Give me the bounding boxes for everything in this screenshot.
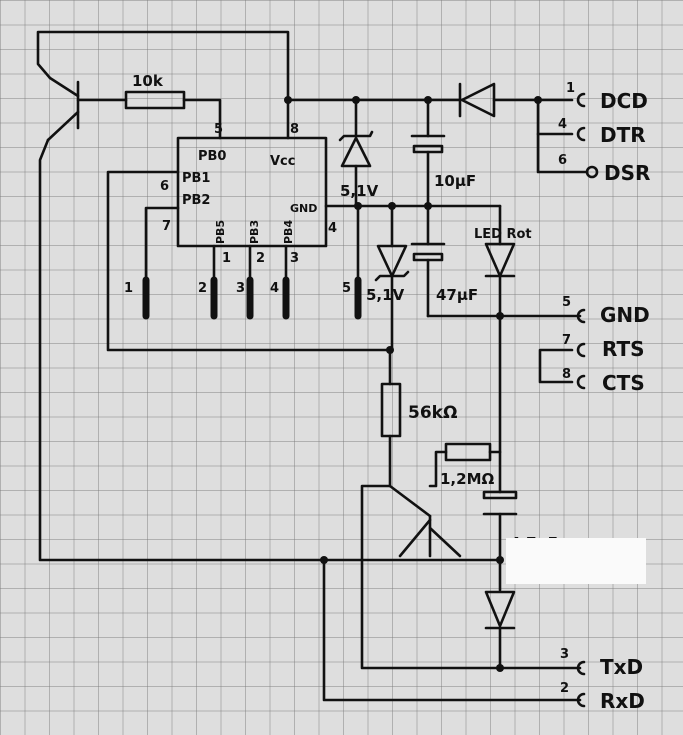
zener-bottom [374,204,410,352]
rs232-dtr: DTR [600,123,646,147]
connector-marks [576,92,599,708]
wire-pb1 [106,170,392,352]
blank-patch [506,538,646,584]
wire-gnd [324,204,360,282]
zener-top [338,98,374,208]
resistor-10k [124,90,186,110]
rs232-txd: TxD [600,655,643,679]
label-r-56k: 56kΩ [408,403,457,423]
ic-vcc: Vcc [270,154,295,169]
wire-txd [360,484,582,670]
rs232-rts-num: 7 [562,333,571,348]
led-red [484,204,516,318]
ic-pin3: 3 [290,251,299,266]
rs232-gnd: GND [600,303,650,327]
label-c2: 47µF [436,286,478,304]
rs232-rts: RTS [602,337,645,361]
rs232-cts: CTS [602,371,645,395]
ic-body [176,136,328,248]
label-zener-top: 5,1V [340,182,379,200]
capacitor-47uf [410,204,446,318]
ic-pb0: PB0 [198,149,226,164]
rs232-rxd: RxD [600,689,645,713]
rs232-dtr-num: 4 [558,117,567,132]
ic-pin2: 2 [256,251,265,266]
ic-pb5: PB5 [214,220,227,244]
ic-pin5: 5 [214,122,223,137]
header-label-5: 5 [342,281,351,296]
ic-pin8: 8 [290,122,299,137]
ic-pb2: PB2 [182,193,210,208]
wire-left-bus [38,138,502,562]
label-led: LED Rot [474,227,532,242]
header-label-2: 2 [198,281,207,296]
resistor-56k [380,382,402,438]
ic-pb4: PB4 [282,220,295,244]
wire-pb0 [182,98,222,140]
label-c1: 10µF [434,172,476,190]
rs232-rxd-num: 2 [560,681,569,696]
diode-input [458,82,540,118]
wire-dcd-dtr-dsr [536,98,588,174]
ic-pb3: PB3 [248,220,261,244]
rs232-dcd-num: 1 [566,81,575,96]
label-r-base: 10k [132,72,164,90]
label-zener-bottom: 5,1V [366,286,405,304]
transistor-bottom [388,484,462,558]
ic-pin1: 1 [222,251,231,266]
rs232-cts-num: 8 [562,367,571,382]
rs232-gnd-num: 5 [562,295,571,310]
ic-pin7: 7 [162,219,171,234]
diode-bottom [484,590,516,670]
rs232-txd-num: 3 [560,647,569,662]
header-label-4: 4 [270,281,279,296]
transistor-top-left [46,76,80,142]
wire-pb2 [144,206,180,282]
ic-gnd: GND [290,202,317,215]
wire-rxd [322,558,582,702]
rs232-dsr: DSR [604,161,650,185]
wire-rts-cts [538,348,574,384]
wire-1m2-left [428,450,448,488]
ic-pin4: 4 [328,221,337,236]
rs232-dcd: DCD [600,89,648,113]
capacitor-10uf [410,98,446,208]
header-label-3: 3 [236,281,245,296]
ic-pin6: 6 [160,179,169,194]
resistor-1m2 [444,442,492,462]
capacitor-4-7uf [482,490,518,592]
header-label-1: 1 [124,281,133,296]
rs232-dsr-num: 6 [558,153,567,168]
ic-pb1: PB1 [182,171,210,186]
wire-top-loop [36,30,290,102]
label-r-1m2: 1,2MΩ [440,470,494,488]
